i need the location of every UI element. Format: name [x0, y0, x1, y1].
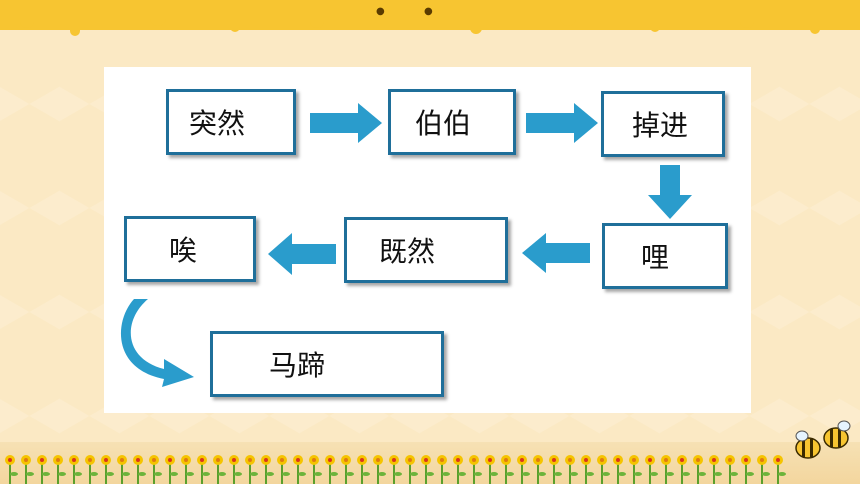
- honey-drip: [810, 18, 820, 34]
- honey-drip: [560, 18, 576, 26]
- node-box-3: 掉进: [601, 91, 725, 157]
- honey-drip: [650, 18, 660, 32]
- flow-diagram-panel: 突然 伯伯 掉进 哩 既然 唉 马蹄: [104, 67, 751, 413]
- right-arrow-icon: [526, 103, 598, 143]
- down-arrow-icon: [648, 165, 692, 219]
- bee-icon: [795, 420, 851, 459]
- bee-icon: ●: [376, 6, 385, 17]
- node-box-7: 马蹄: [210, 331, 444, 397]
- honey-drip: [70, 18, 80, 36]
- node-label-6: 唉: [169, 234, 198, 267]
- node-box-4: 哩: [602, 223, 728, 289]
- bee-icon: ●: [424, 6, 433, 17]
- node-box-5: 既然: [344, 217, 508, 283]
- honey-drip: [150, 18, 166, 26]
- node-box-6: 唉: [124, 216, 256, 282]
- node-label-3: 掉进: [632, 109, 689, 142]
- left-arrow-icon: [522, 233, 590, 273]
- node-label-7: 马蹄: [269, 349, 326, 382]
- flower-icon: [5, 455, 786, 484]
- node-label-4: 哩: [641, 241, 670, 274]
- honey-drip: [740, 18, 754, 28]
- right-arrow-icon: [310, 103, 382, 143]
- curved-arrow-icon: [120, 299, 194, 387]
- honey-drip: [310, 18, 324, 28]
- honey-border-top: [0, 0, 860, 30]
- node-box-2: 伯伯: [388, 89, 516, 155]
- honey-drip: [230, 18, 240, 32]
- node-label-1: 突然: [189, 107, 246, 140]
- honey-drip: [470, 18, 482, 34]
- honey-drip: [20, 18, 34, 28]
- node-box-1: 突然: [166, 89, 296, 155]
- node-label-5: 既然: [379, 235, 436, 268]
- left-arrow-icon: [268, 233, 336, 275]
- node-label-2: 伯伯: [415, 107, 472, 140]
